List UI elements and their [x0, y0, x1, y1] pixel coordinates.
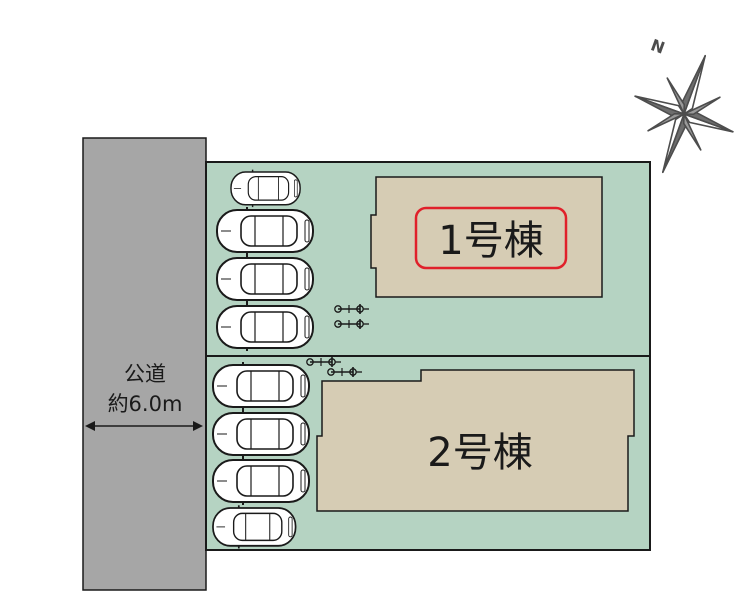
car	[216, 302, 314, 352]
car	[216, 254, 314, 304]
car	[212, 504, 297, 550]
car	[230, 168, 301, 208]
road-label: 公道	[124, 362, 166, 386]
road-width-label: 約6.0m	[108, 392, 183, 416]
car	[212, 409, 310, 459]
compass-rose-icon	[634, 54, 734, 174]
building-2	[316, 369, 635, 512]
lot-1-highlight-frame	[414, 206, 568, 270]
car	[212, 456, 310, 506]
public-road	[82, 137, 207, 591]
lot-1-label: 1号棟	[438, 218, 543, 264]
car	[212, 361, 310, 411]
compass-north-label: N	[648, 35, 667, 57]
lot-2-parking	[212, 361, 310, 550]
lot-2-label: 2号棟	[427, 430, 532, 476]
car	[216, 206, 314, 256]
road-width-arrow	[85, 421, 203, 431]
